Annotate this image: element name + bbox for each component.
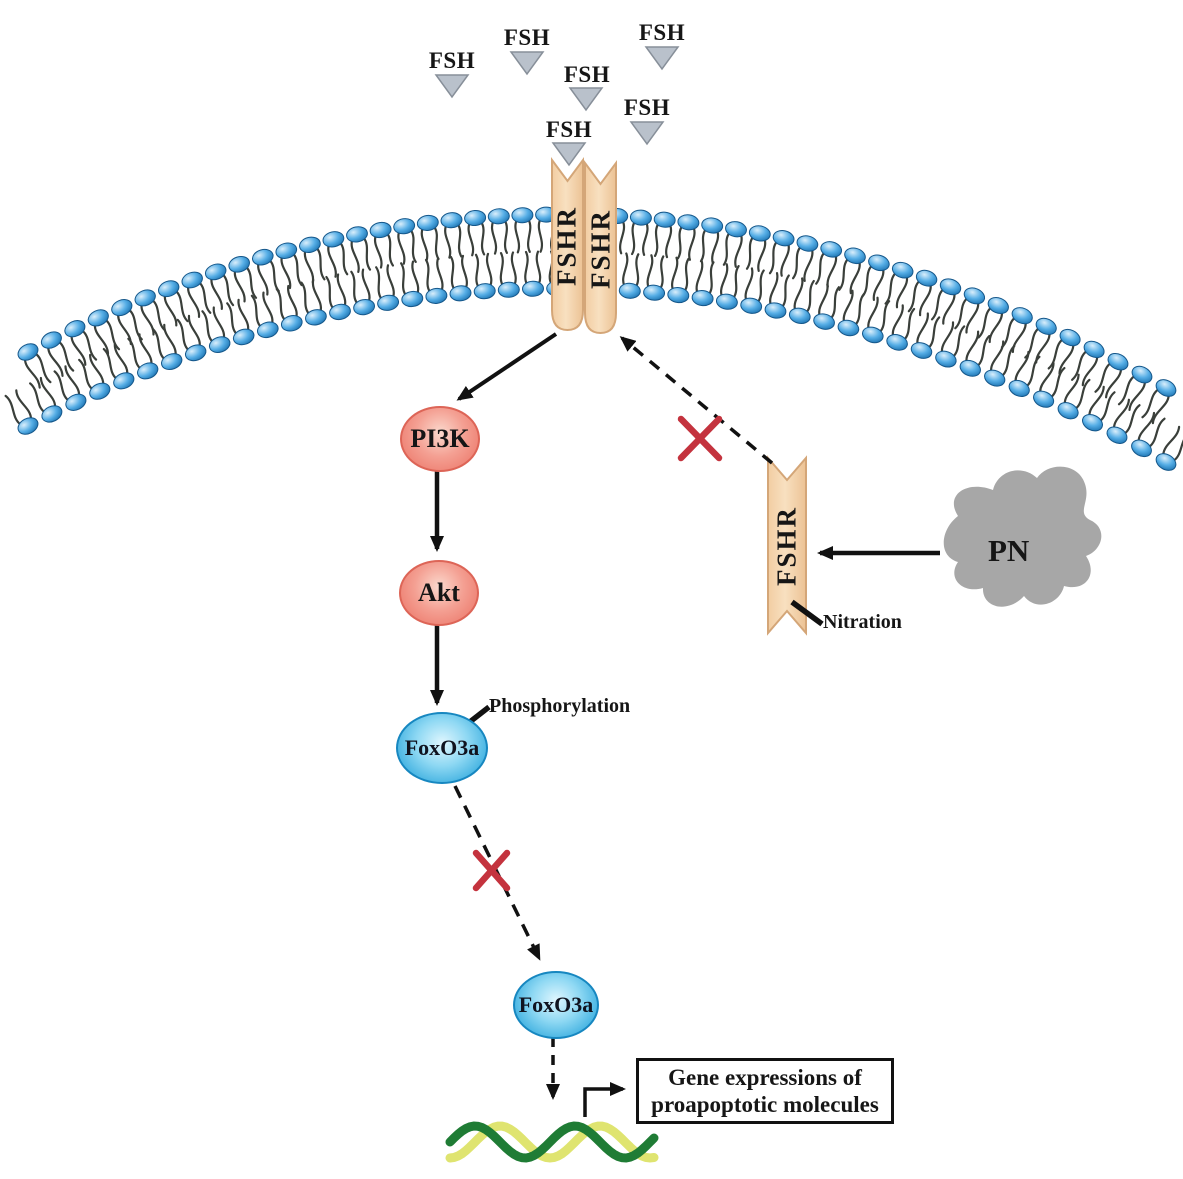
- fsh-label: FSH: [623, 95, 671, 120]
- arrow-nitrated-fshr-blocked: [619, 336, 774, 465]
- fsh-triangle: [509, 51, 545, 76]
- arrow-dna-to-gene-box: [583, 1082, 626, 1117]
- fsh-label: FSH: [563, 62, 611, 87]
- fsh-label: FSH: [545, 117, 593, 142]
- dna-helix: [445, 1121, 659, 1163]
- akt-node: Akt: [399, 560, 479, 626]
- fsh-label: FSH: [428, 48, 476, 73]
- arrow-fshr-to-pi3k: [456, 332, 558, 401]
- inhibition-x-receptor: [677, 415, 723, 462]
- fsh-triangle: [629, 121, 665, 146]
- fsh-ligand-triangles: [434, 46, 680, 167]
- phosphorylation-label: Phosphorylation: [489, 695, 631, 717]
- fshr-receptor-dimer: [551, 156, 617, 335]
- fsh-label: FSH: [638, 20, 686, 45]
- nitration-tick: [790, 599, 824, 627]
- pi3k-node: PI3K: [400, 406, 480, 472]
- gene-box-line2: proapoptotic molecules: [651, 1092, 879, 1117]
- fsh-triangle: [551, 142, 587, 167]
- fsh-label: FSH: [503, 25, 551, 50]
- fshr-nitrated-receptor: [767, 455, 807, 636]
- nitration-label: Nitration: [823, 611, 902, 633]
- foxo3a-nuclear-node: FoxO3a: [513, 971, 599, 1039]
- fshr-label-nitrated: FSHR: [771, 505, 802, 587]
- foxo3a-phosphorylated-node: FoxO3a: [396, 712, 488, 784]
- fshr-label-right: FSHR: [585, 208, 616, 290]
- pn-label: PN: [988, 533, 1030, 568]
- fsh-triangle: [434, 74, 470, 99]
- gene-expression-box: Gene expressions of proapoptotic molecul…: [636, 1058, 894, 1124]
- inhibition-x-foxo3a: [472, 849, 511, 892]
- fsh-triangle: [644, 46, 680, 71]
- fsh-triangle: [568, 87, 604, 112]
- fshr-label-left: FSHR: [551, 205, 582, 287]
- gene-box-line1: Gene expressions of: [668, 1064, 862, 1090]
- peroxynitrite-blob: [943, 466, 1102, 607]
